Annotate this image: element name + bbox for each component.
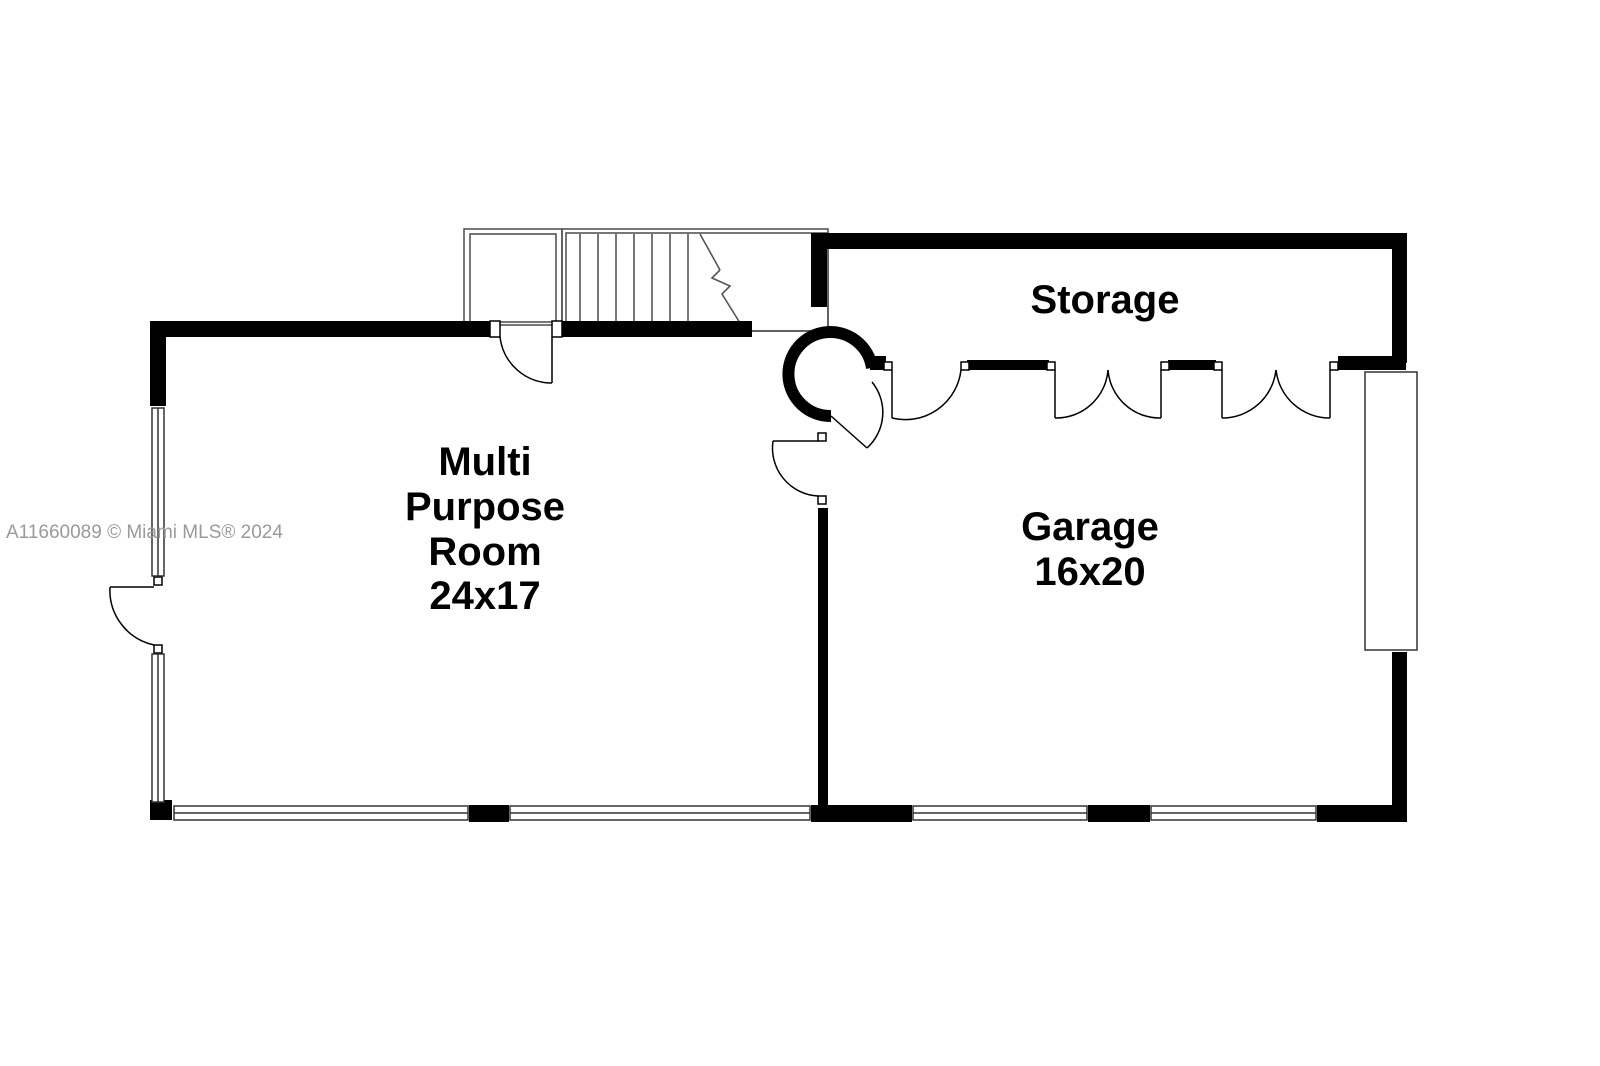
multi-purpose-room-dimensions: 24x17 [429,574,541,619]
stair-treads [579,233,746,332]
multi-purpose-room-label: Multi Purpose Room 24x17 [370,440,600,619]
garage-dimensions: 16x20 [1034,549,1146,594]
storage-label: Storage [1005,278,1205,323]
mls-watermark: A11660089 © Miami MLS® 2024 [6,522,283,543]
storage-name: Storage [1030,278,1180,322]
doors [109,336,1331,646]
walls [150,233,1407,822]
windows [151,371,1418,821]
wall-studs [153,320,1339,654]
garage-label: Garage 16x20 [985,505,1195,595]
multi-purpose-room-name-line1: Multi [438,440,532,484]
multi-purpose-room-name-line2: Purpose [404,484,566,529]
round-closet [782,326,884,449]
garage-name: Garage [1021,505,1159,549]
multi-purpose-room-name-line3: Room [428,529,542,574]
stair-landing [463,228,829,332]
